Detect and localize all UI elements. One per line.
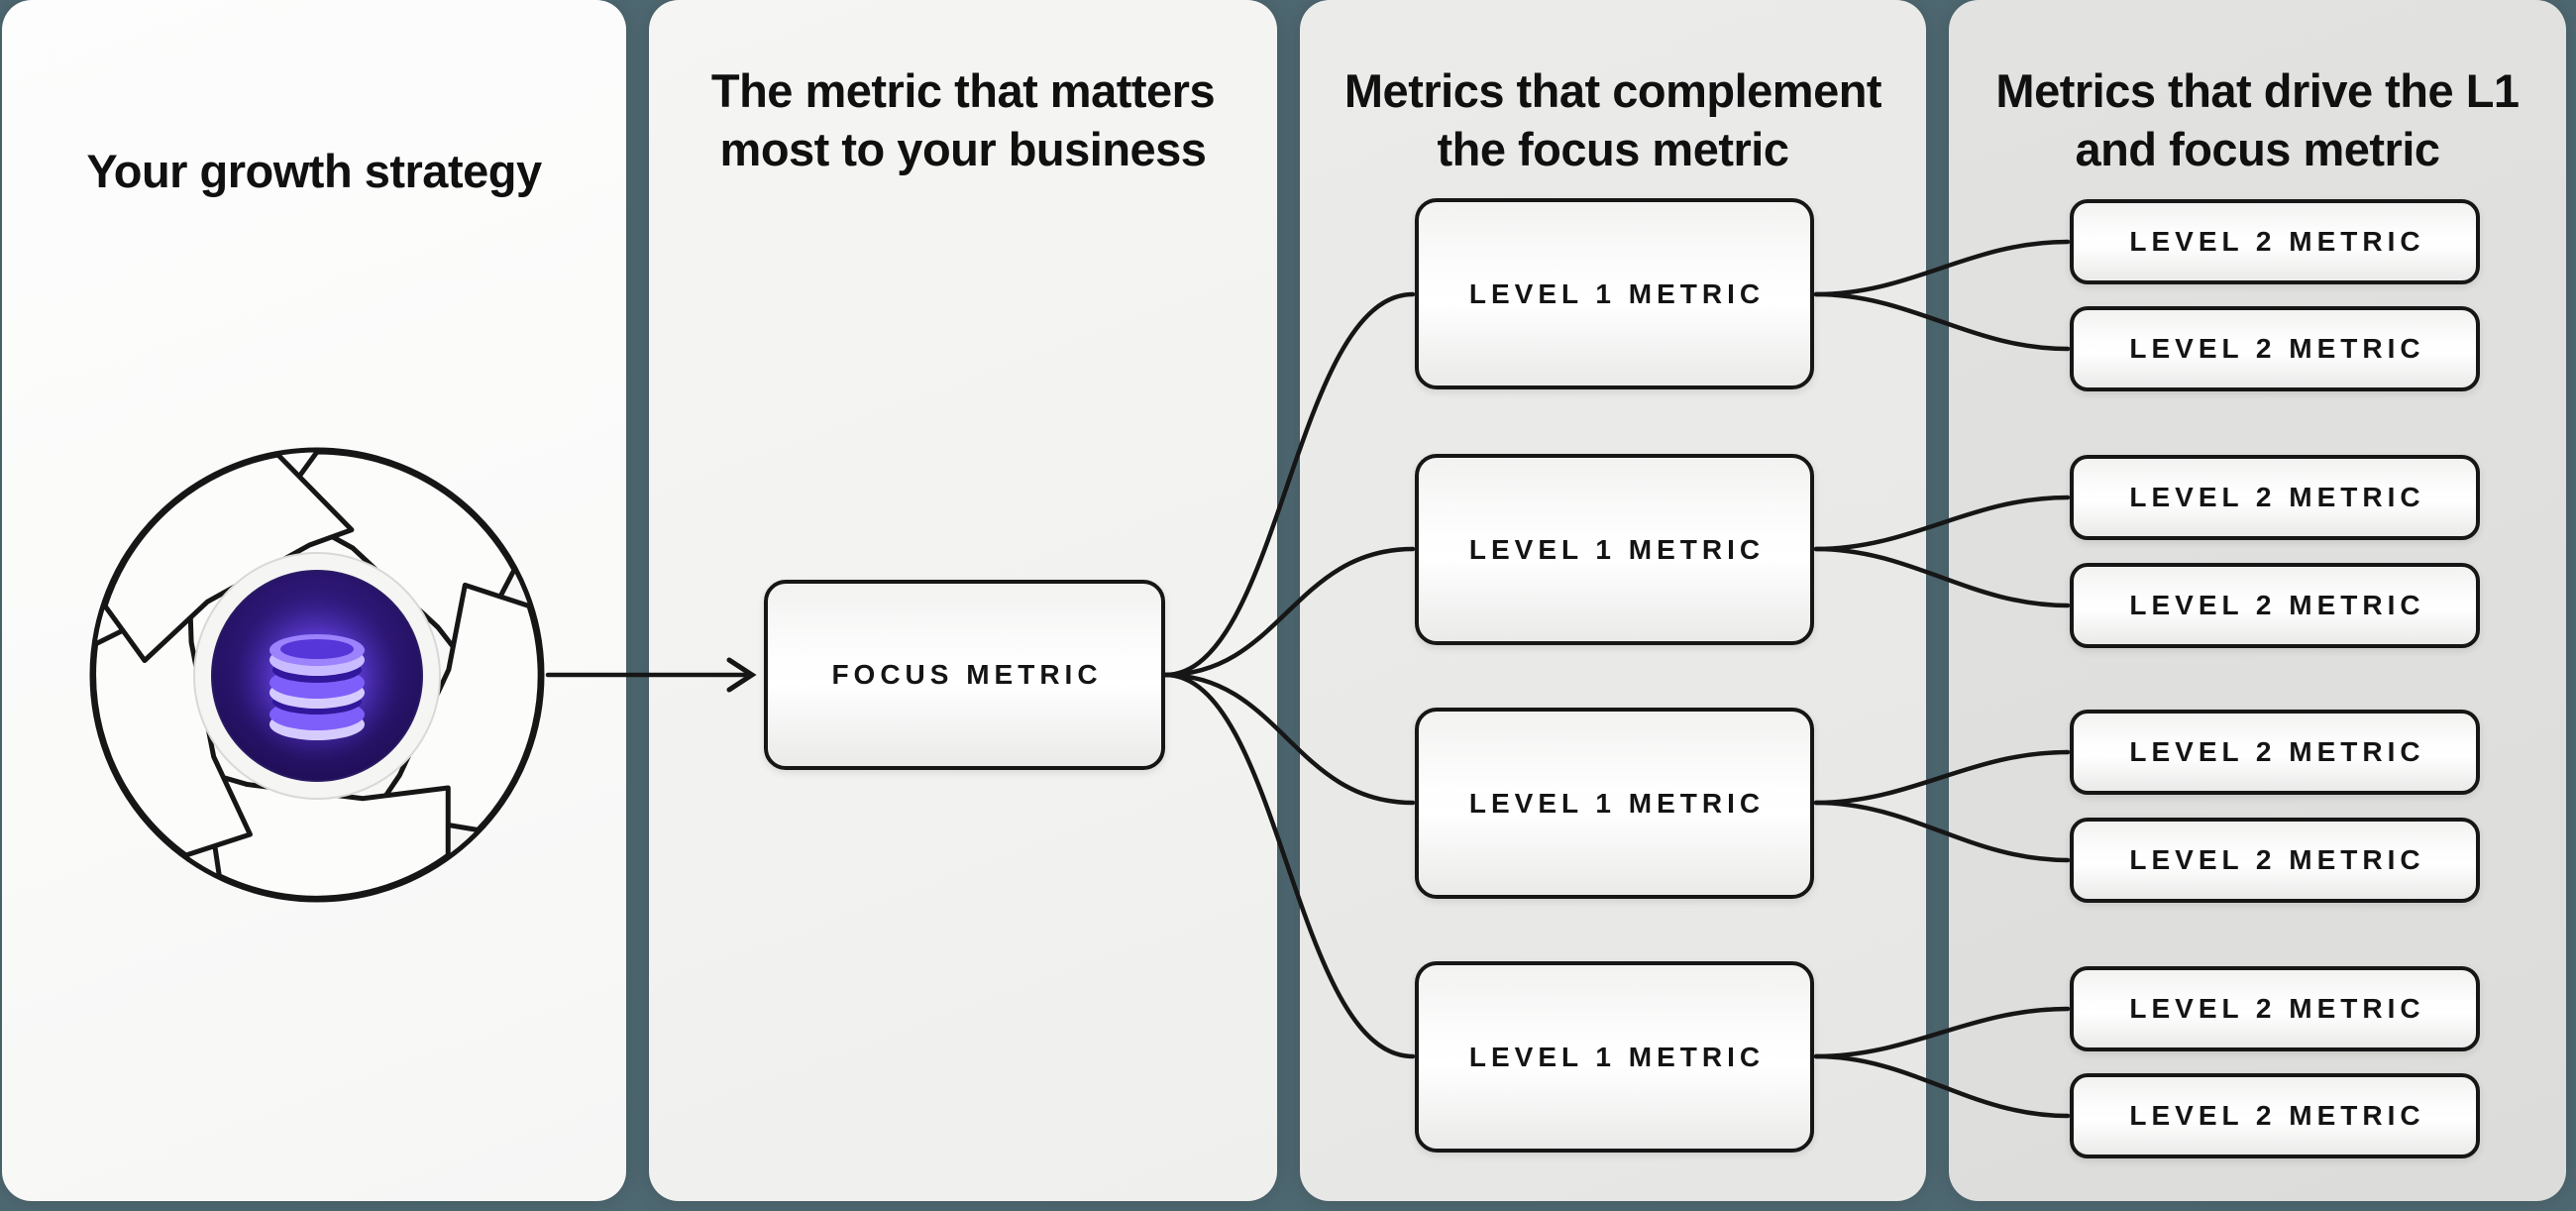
node-label: LEVEL 1 METRIC (1468, 533, 1766, 565)
panel-title: The metric that matters most to your bus… (649, 61, 1277, 178)
flywheel-blade (102, 452, 355, 664)
panel-title-line: the focus metric (1437, 123, 1789, 175)
database-icon (234, 596, 400, 762)
node-label: LEVEL 2 METRIC (2129, 1100, 2425, 1131)
panel-title: Metrics that complement the focus metric (1300, 61, 1926, 178)
node-label: LEVEL 2 METRIC (2129, 993, 2425, 1024)
panel-title-line: most to your business (719, 123, 1207, 175)
level2-metric-node: LEVEL 2 METRIC (2070, 306, 2480, 391)
level1-metric-node: LEVEL 1 METRIC (1415, 961, 1814, 1153)
panel-title-line: Your growth strategy (86, 145, 542, 197)
level2-metric-node: LEVEL 2 METRIC (2070, 818, 2480, 903)
panel-title: Your growth strategy (2, 142, 626, 200)
node-label: LEVEL 2 METRIC (2129, 226, 2425, 257)
panel-title-line: Metrics that complement (1343, 64, 1882, 117)
panel-title-line: and focus metric (2075, 123, 2440, 175)
level2-metric-node: LEVEL 2 METRIC (2070, 455, 2480, 540)
panel-title: Metrics that drive the L1 and focus metr… (1949, 61, 2566, 178)
node-label: LEVEL 1 METRIC (1468, 1041, 1766, 1072)
node-label: LEVEL 2 METRIC (2129, 482, 2425, 512)
growth-flywheel-icon (89, 447, 545, 903)
level2-metric-node: LEVEL 2 METRIC (2070, 1073, 2480, 1158)
level2-metric-node: LEVEL 2 METRIC (2070, 710, 2480, 795)
focus-metric-node: FOCUS METRIC (764, 580, 1165, 770)
level2-metric-node: LEVEL 2 METRIC (2070, 199, 2480, 284)
panel-title-line: Metrics that drive the L1 (1995, 64, 2520, 117)
node-label: LEVEL 2 METRIC (2129, 736, 2425, 767)
level1-metric-node: LEVEL 1 METRIC (1415, 454, 1814, 645)
node-label: LEVEL 2 METRIC (2129, 590, 2425, 620)
level1-metric-node: LEVEL 1 METRIC (1415, 708, 1814, 899)
node-label: LEVEL 2 METRIC (2129, 333, 2425, 364)
level1-metric-node: LEVEL 1 METRIC (1415, 198, 1814, 389)
level2-metric-node: LEVEL 2 METRIC (2070, 966, 2480, 1051)
node-label: FOCUS METRIC (831, 659, 1103, 690)
panel-title-line: The metric that matters (710, 64, 1216, 117)
node-label: LEVEL 2 METRIC (2129, 844, 2425, 875)
level2-metric-node: LEVEL 2 METRIC (2070, 563, 2480, 648)
node-label: LEVEL 1 METRIC (1468, 277, 1766, 309)
node-label: LEVEL 1 METRIC (1468, 787, 1766, 819)
